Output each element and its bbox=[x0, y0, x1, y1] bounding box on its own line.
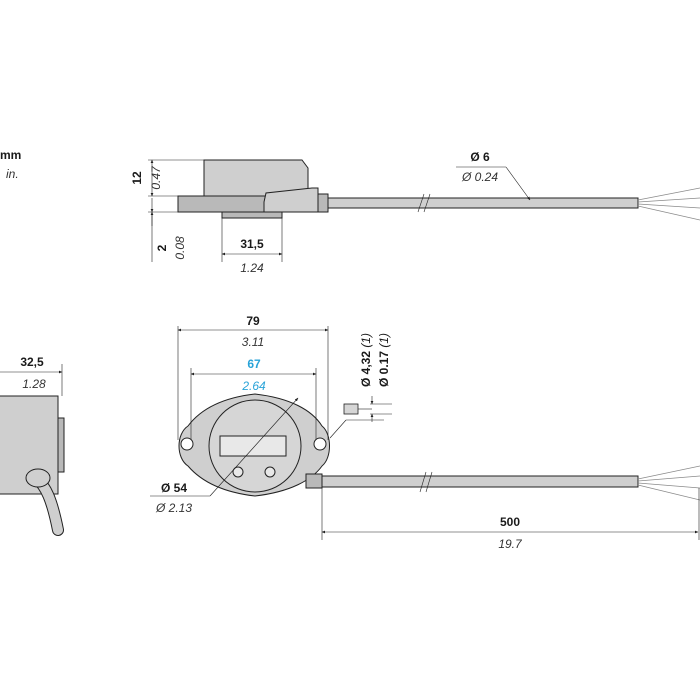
wires-front bbox=[637, 465, 700, 501]
units-in-label: in. bbox=[6, 167, 19, 181]
sensor-screw-left bbox=[232, 466, 244, 478]
cable-gland-nut bbox=[317, 193, 329, 213]
mounting-hole-left bbox=[180, 437, 194, 451]
cable-top bbox=[327, 197, 639, 209]
dim-height-mm: 12 bbox=[130, 171, 144, 185]
sensor-upper-body bbox=[203, 159, 309, 197]
sensor-window bbox=[219, 435, 287, 457]
dim-base-height-mm: 2 bbox=[155, 244, 169, 251]
dim-cable-diameter-in: Ø 0.24 bbox=[461, 170, 498, 184]
dim-mounting-hole-mm-value: Ø 4,32 bbox=[359, 351, 373, 387]
mounting-screw-detail bbox=[343, 403, 359, 415]
dim-mounting-hole-note-mm: (1) bbox=[359, 333, 373, 348]
dim-body-diameter-mm: Ø 54 bbox=[161, 481, 187, 495]
mounting-hole-right bbox=[313, 437, 327, 451]
side-cable-gland bbox=[25, 468, 51, 488]
dim-mounting-hole-mm: Ø 4,32 (1) bbox=[359, 333, 373, 387]
dim-mounting-hole-in: Ø 0.17 (1) bbox=[377, 333, 391, 387]
dim-height-in: 0.47 bbox=[149, 165, 163, 190]
dim-cable-length-in: 19.7 bbox=[498, 537, 523, 551]
dim-side-width-mm: 32,5 bbox=[20, 355, 44, 369]
dim-mounting-hole-note-in: (1) bbox=[377, 333, 391, 348]
side-view: 32,5 1.28 bbox=[0, 355, 65, 536]
dim-overall-width-mm: 79 bbox=[246, 314, 260, 328]
cable-break-top bbox=[417, 193, 431, 213]
dim-hole-spacing-mm: 67 bbox=[247, 357, 261, 371]
side-body-lip bbox=[57, 417, 65, 473]
dim-base-width-in: 1.24 bbox=[240, 261, 264, 275]
dim-side-width-in: 1.28 bbox=[22, 377, 46, 391]
dim-body-diameter-in: Ø 2.13 bbox=[155, 501, 192, 515]
dim-cable-length-mm: 500 bbox=[500, 515, 520, 529]
cable-front bbox=[321, 475, 639, 488]
dim-base-height-in: 0.08 bbox=[173, 236, 187, 260]
units-mm-label: mm bbox=[0, 148, 21, 162]
front-view: 79 3.11 67 2.64 Ø 4,32 (1) Ø 0.17 (1) Ø … bbox=[150, 314, 700, 551]
wires-top bbox=[637, 187, 700, 221]
sensor-screw-right bbox=[264, 466, 276, 478]
dim-overall-width-in: 3.11 bbox=[242, 335, 264, 349]
dim-cable-diameter-mm: Ø 6 bbox=[470, 150, 490, 164]
dim-hole-spacing-in: 2.64 bbox=[241, 379, 266, 393]
dim-base-width-mm: 31,5 bbox=[240, 237, 264, 251]
front-cable-gland bbox=[305, 473, 323, 489]
dim-mounting-hole-in-value: Ø 0.17 bbox=[377, 351, 391, 387]
top-view: 12 0.47 2 0.08 31,5 1.24 Ø 6 Ø 0.24 bbox=[130, 150, 700, 275]
cable-break-front bbox=[419, 471, 433, 493]
sensor-base-foot bbox=[221, 211, 283, 219]
